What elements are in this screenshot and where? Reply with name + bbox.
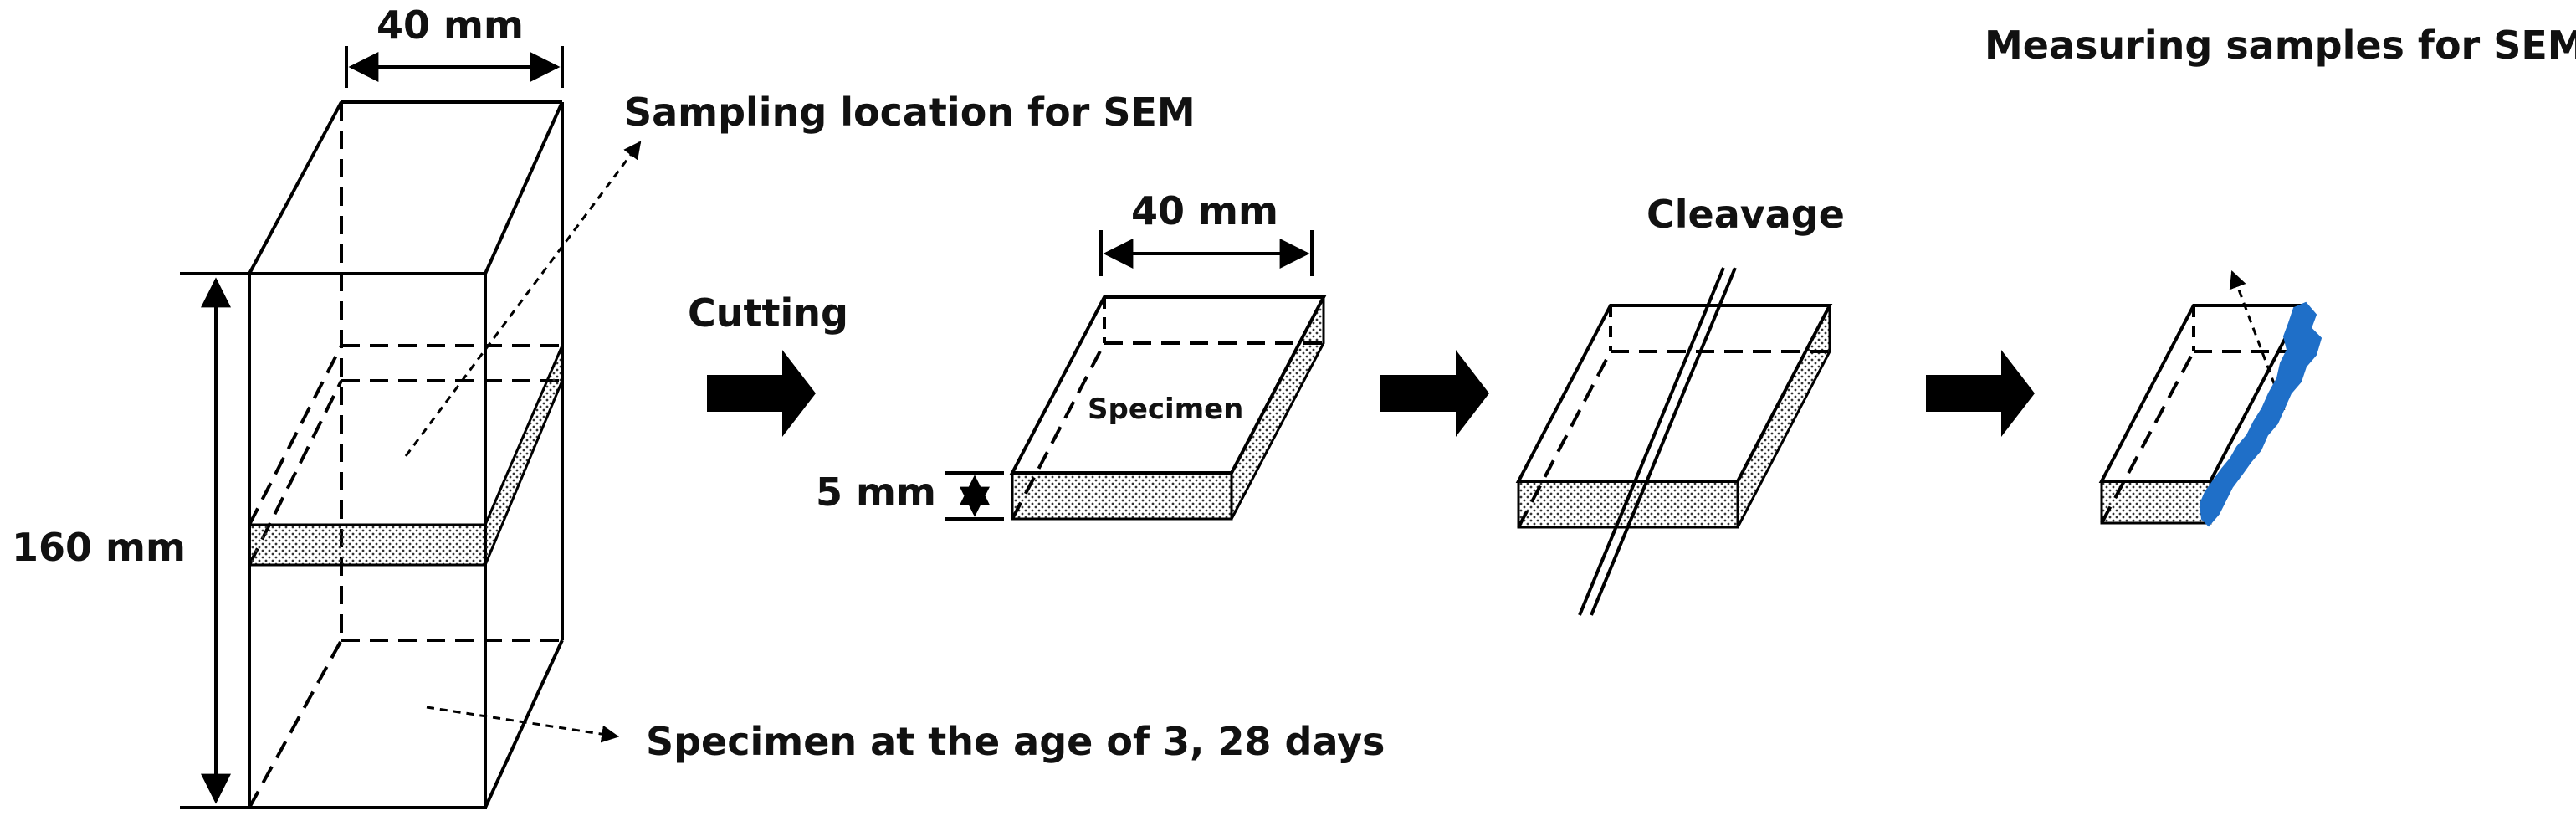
top-width-dimension — [345, 46, 564, 88]
cleavage-label: Cleavage — [1646, 192, 1845, 237]
specimen-age-label: Specimen at the age of 3, 28 days — [646, 719, 1385, 764]
cleavage-plane-lines — [1578, 267, 1737, 616]
prism — [248, 100, 564, 809]
cutting-label: Cutting — [688, 290, 848, 336]
prism-slice-band — [248, 345, 564, 567]
cleavage-specimen — [1515, 304, 1833, 529]
measuring-sample — [2098, 270, 2322, 527]
thickness-label: 5 mm — [816, 470, 936, 515]
sampling-location-label: Sampling location for SEM — [624, 90, 1196, 135]
height-dimension — [180, 272, 249, 809]
top-width-label: 40 mm — [376, 3, 524, 48]
sampling-leader-line — [404, 141, 642, 457]
measuring-step-arrow — [1926, 350, 2035, 437]
measuring-label: Measuring samples for SEM — [1984, 23, 2576, 68]
slice-specimen — [1009, 295, 1327, 521]
slice-width-label: 40 mm — [1131, 188, 1278, 233]
height-label: 160 mm — [12, 525, 186, 570]
specimen-label: Specimen — [1088, 393, 1243, 426]
specimen-leader-line — [426, 706, 620, 743]
fracture-surface — [2199, 301, 2322, 527]
cleavage-step-arrow — [1380, 350, 1489, 437]
thickness-dimension — [945, 471, 1004, 521]
slice-width-dimension — [1099, 230, 1314, 276]
cutting-arrow — [707, 350, 816, 437]
